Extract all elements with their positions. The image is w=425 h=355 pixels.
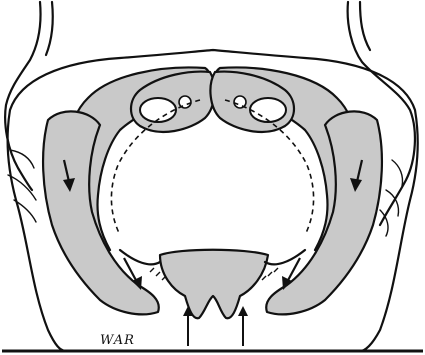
- right-up-arrow-icon: [238, 306, 248, 346]
- coccyx: [160, 250, 268, 319]
- left-foramen: [140, 98, 176, 122]
- right-foramen: [250, 98, 286, 122]
- artist-signature: WAR: [100, 333, 135, 348]
